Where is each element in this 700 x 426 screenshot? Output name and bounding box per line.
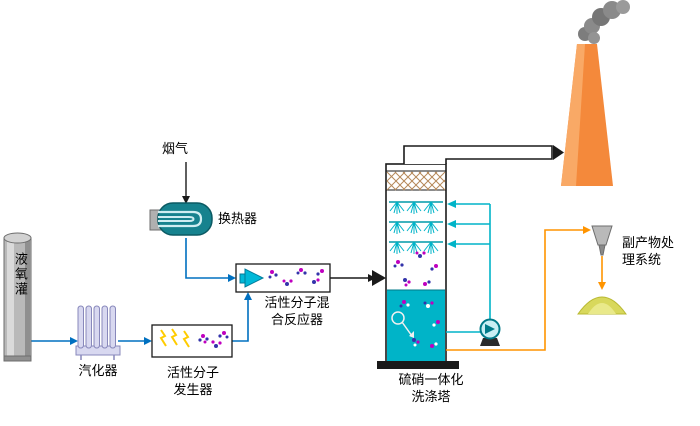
tower-base — [377, 361, 459, 369]
heat-exchanger-icon — [149, 202, 213, 236]
tower-label: 硫硝一体化 洗涤塔 — [385, 372, 477, 406]
reactor-to-tower-line — [330, 270, 386, 286]
vaporizer-icon — [75, 305, 121, 360]
tank-label: 液氧灌 — [12, 252, 28, 297]
flue-gas-label: 烟气 — [162, 141, 189, 156]
circulation-pump-icon — [479, 318, 501, 346]
reactor-label: 活性分子混 合反应器 — [247, 295, 347, 329]
byproduct-line — [446, 226, 606, 351]
flue-gas-arrow — [182, 162, 190, 204]
tower-gas-molecule-icons — [393, 251, 438, 287]
liquid-oxygen-tank-icon — [3, 232, 32, 362]
circulation-arrowheads — [447, 200, 456, 248]
byproduct-label-line1: 副产物处 — [622, 235, 675, 250]
byproduct-pile-icon — [577, 296, 627, 315]
reactor-label-line2: 合反应器 — [270, 311, 323, 327]
demister-hatch-2 — [386, 171, 446, 191]
spray-jets — [389, 201, 439, 254]
mixing-reactor-icon — [235, 263, 331, 293]
byproduct-label-line2: 理系统 — [622, 251, 662, 267]
smokestack-icon — [561, 44, 613, 186]
circulation-pipes — [446, 203, 491, 333]
tower-label-line2: 洗涤塔 — [411, 388, 451, 404]
generator-molecule-icons — [198, 331, 229, 348]
reactor-molecule-icons — [268, 268, 324, 286]
oxygen-flow-arrowheads — [70, 274, 252, 345]
tower-label-line1: 硫硝一体化 — [398, 372, 464, 387]
generator-label: 活性分子 发生器 — [147, 365, 239, 399]
spray-headers — [389, 201, 443, 243]
tower-liquid — [387, 290, 445, 361]
spark-icons — [159, 328, 190, 348]
smoke-plume-icon — [578, 0, 630, 44]
byproduct-label: 副产物处 理系统 — [622, 235, 700, 269]
active-molecule-generator-icon — [151, 324, 233, 358]
agitator-probe-icon — [391, 311, 414, 338]
vaporizer-label: 汽化器 — [78, 363, 118, 378]
oxygen-flow-pipes — [31, 238, 249, 342]
liquid-molecule-icons — [399, 300, 440, 348]
heat-exchanger-label: 换热器 — [218, 211, 258, 226]
scrubber-tower-icon — [377, 145, 564, 369]
generator-label-line1: 活性分子 — [166, 365, 219, 380]
reactor-label-line1: 活性分子混 — [264, 295, 330, 310]
generator-label-line2: 发生器 — [173, 381, 213, 397]
byproduct-hopper-icon — [591, 225, 613, 256]
